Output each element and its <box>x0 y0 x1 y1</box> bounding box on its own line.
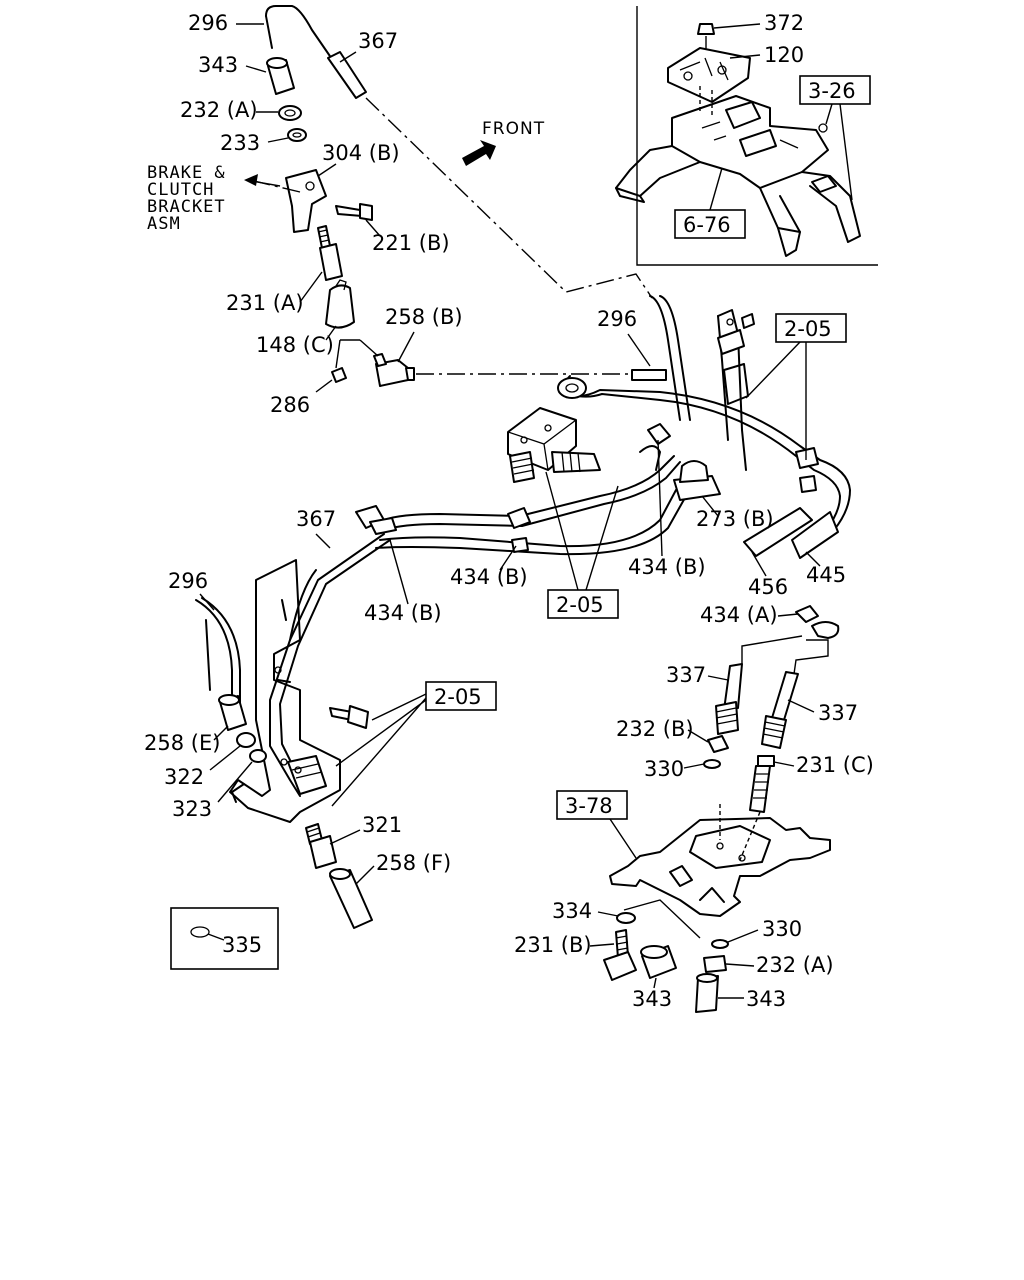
assembly-label-line1: BRAKE & <box>147 163 226 183</box>
label-330-bottom: 330 <box>762 917 802 941</box>
label-232a-top: 232 (A) <box>180 98 258 122</box>
label-286: 286 <box>270 393 310 417</box>
label-231a: 231 (A) <box>226 291 304 315</box>
ref-2-05-middle: 2-05 <box>556 593 604 617</box>
upper-linkage <box>249 5 653 387</box>
label-372: 372 <box>764 11 804 35</box>
label-343-right: 343 <box>746 987 786 1011</box>
label-434b-lower: 434 (B) <box>364 601 442 625</box>
label-296-center: 296 <box>597 307 637 331</box>
ref-6-76: 6-76 <box>683 213 731 237</box>
ref-box-2-05-top <box>775 313 847 343</box>
label-258e: 258 (E) <box>144 731 220 755</box>
label-233: 233 <box>220 131 260 155</box>
ref-2-05-top: 2-05 <box>784 317 832 341</box>
arrow-icon <box>244 174 258 186</box>
lower-right-bracket <box>603 605 840 1013</box>
label-343-top: 343 <box>198 53 238 77</box>
front-label: FRONT <box>482 119 545 139</box>
label-367-center: 367 <box>296 507 336 531</box>
assembly-label-line4: ASM <box>147 214 181 234</box>
label-456: 456 <box>748 575 788 599</box>
label-231c: 231 (C) <box>796 753 874 777</box>
front-indicator: FRONT <box>462 119 545 166</box>
label-232a-bottom: 232 (A) <box>756 953 834 977</box>
ref-box-3-26 <box>799 75 871 105</box>
label-321: 321 <box>362 813 402 837</box>
label-232b: 232 (B) <box>616 717 694 741</box>
label-323: 323 <box>172 797 212 821</box>
lower-left-bracket <box>195 559 373 929</box>
label-120: 120 <box>764 43 804 67</box>
label-337-left: 337 <box>666 663 706 687</box>
label-330-top: 330 <box>644 757 684 781</box>
label-445: 445 <box>806 563 846 587</box>
ref-box-2-05-middle <box>547 589 619 619</box>
shift-cable-assembly <box>269 295 851 797</box>
label-334: 334 <box>552 899 592 923</box>
label-231b: 231 (B) <box>514 933 592 957</box>
o-ring-icon <box>190 926 210 938</box>
label-322: 322 <box>164 765 204 789</box>
label-335: 335 <box>222 933 262 957</box>
inset-view: 372 120 3-26 6-76 <box>615 6 878 266</box>
label-434a: 434 (A) <box>700 603 778 627</box>
label-258f: 258 (F) <box>376 851 451 875</box>
ref-box-6-76 <box>674 209 746 239</box>
assembly-label-line2: CLUTCH <box>147 180 214 200</box>
label-434b-left: 434 (B) <box>450 565 528 589</box>
front-arrow-icon <box>462 140 496 166</box>
label-337-right: 337 <box>818 701 858 725</box>
ref-3-78: 3-78 <box>565 794 613 818</box>
assembly-label-line3: BRACKET <box>147 197 226 217</box>
ref-2-05-lower: 2-05 <box>434 685 482 709</box>
label-304b: 304 (B) <box>322 141 400 165</box>
label-148c: 148 (C) <box>256 333 334 357</box>
label-296-left: 296 <box>168 569 208 593</box>
label-221b: 221 (B) <box>372 231 450 255</box>
ref-box-2-05-lower <box>425 681 497 711</box>
ref-box-3-78 <box>556 790 628 820</box>
label-258b: 258 (B) <box>385 305 463 329</box>
part-335-box <box>170 907 279 970</box>
label-296-top: 296 <box>188 11 228 35</box>
label-434b-center: 434 (B) <box>628 555 706 579</box>
label-367-top: 367 <box>358 29 398 53</box>
label-273b: 273 (B) <box>696 507 774 531</box>
ref-3-26: 3-26 <box>808 79 856 103</box>
label-343-center: 343 <box>632 987 672 1011</box>
